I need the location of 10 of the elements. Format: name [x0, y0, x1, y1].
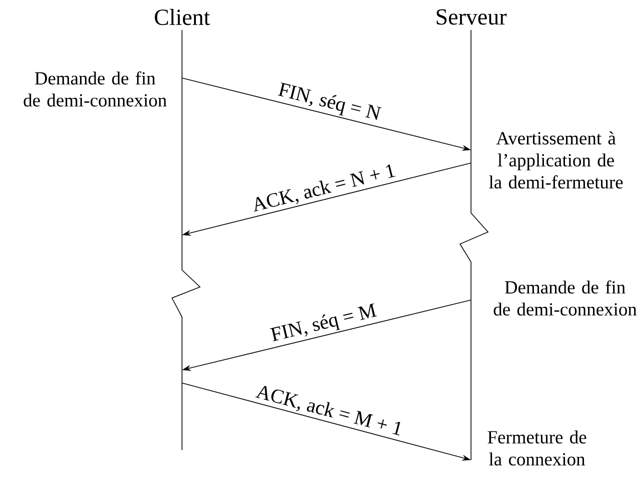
note-text: Fermeture de la connexion [488, 430, 586, 466]
note-text: Demande de fin de demi-connexion [494, 280, 637, 316]
edge-label: FIN, séq = N [275, 80, 384, 126]
edge-label: ACK, ack = N + 1 [249, 161, 398, 216]
edge-label: FIN, séq = M [268, 301, 380, 347]
participant-label: Serveur [436, 9, 507, 25]
edge-label: ACK, ack = M + 1 [253, 382, 406, 440]
participant-label: Client [154, 8, 210, 26]
note-text: Avertissement à l’application de la demi-fermeture [489, 131, 623, 189]
note-text: Demande de fin de demi-connexion [24, 71, 167, 107]
